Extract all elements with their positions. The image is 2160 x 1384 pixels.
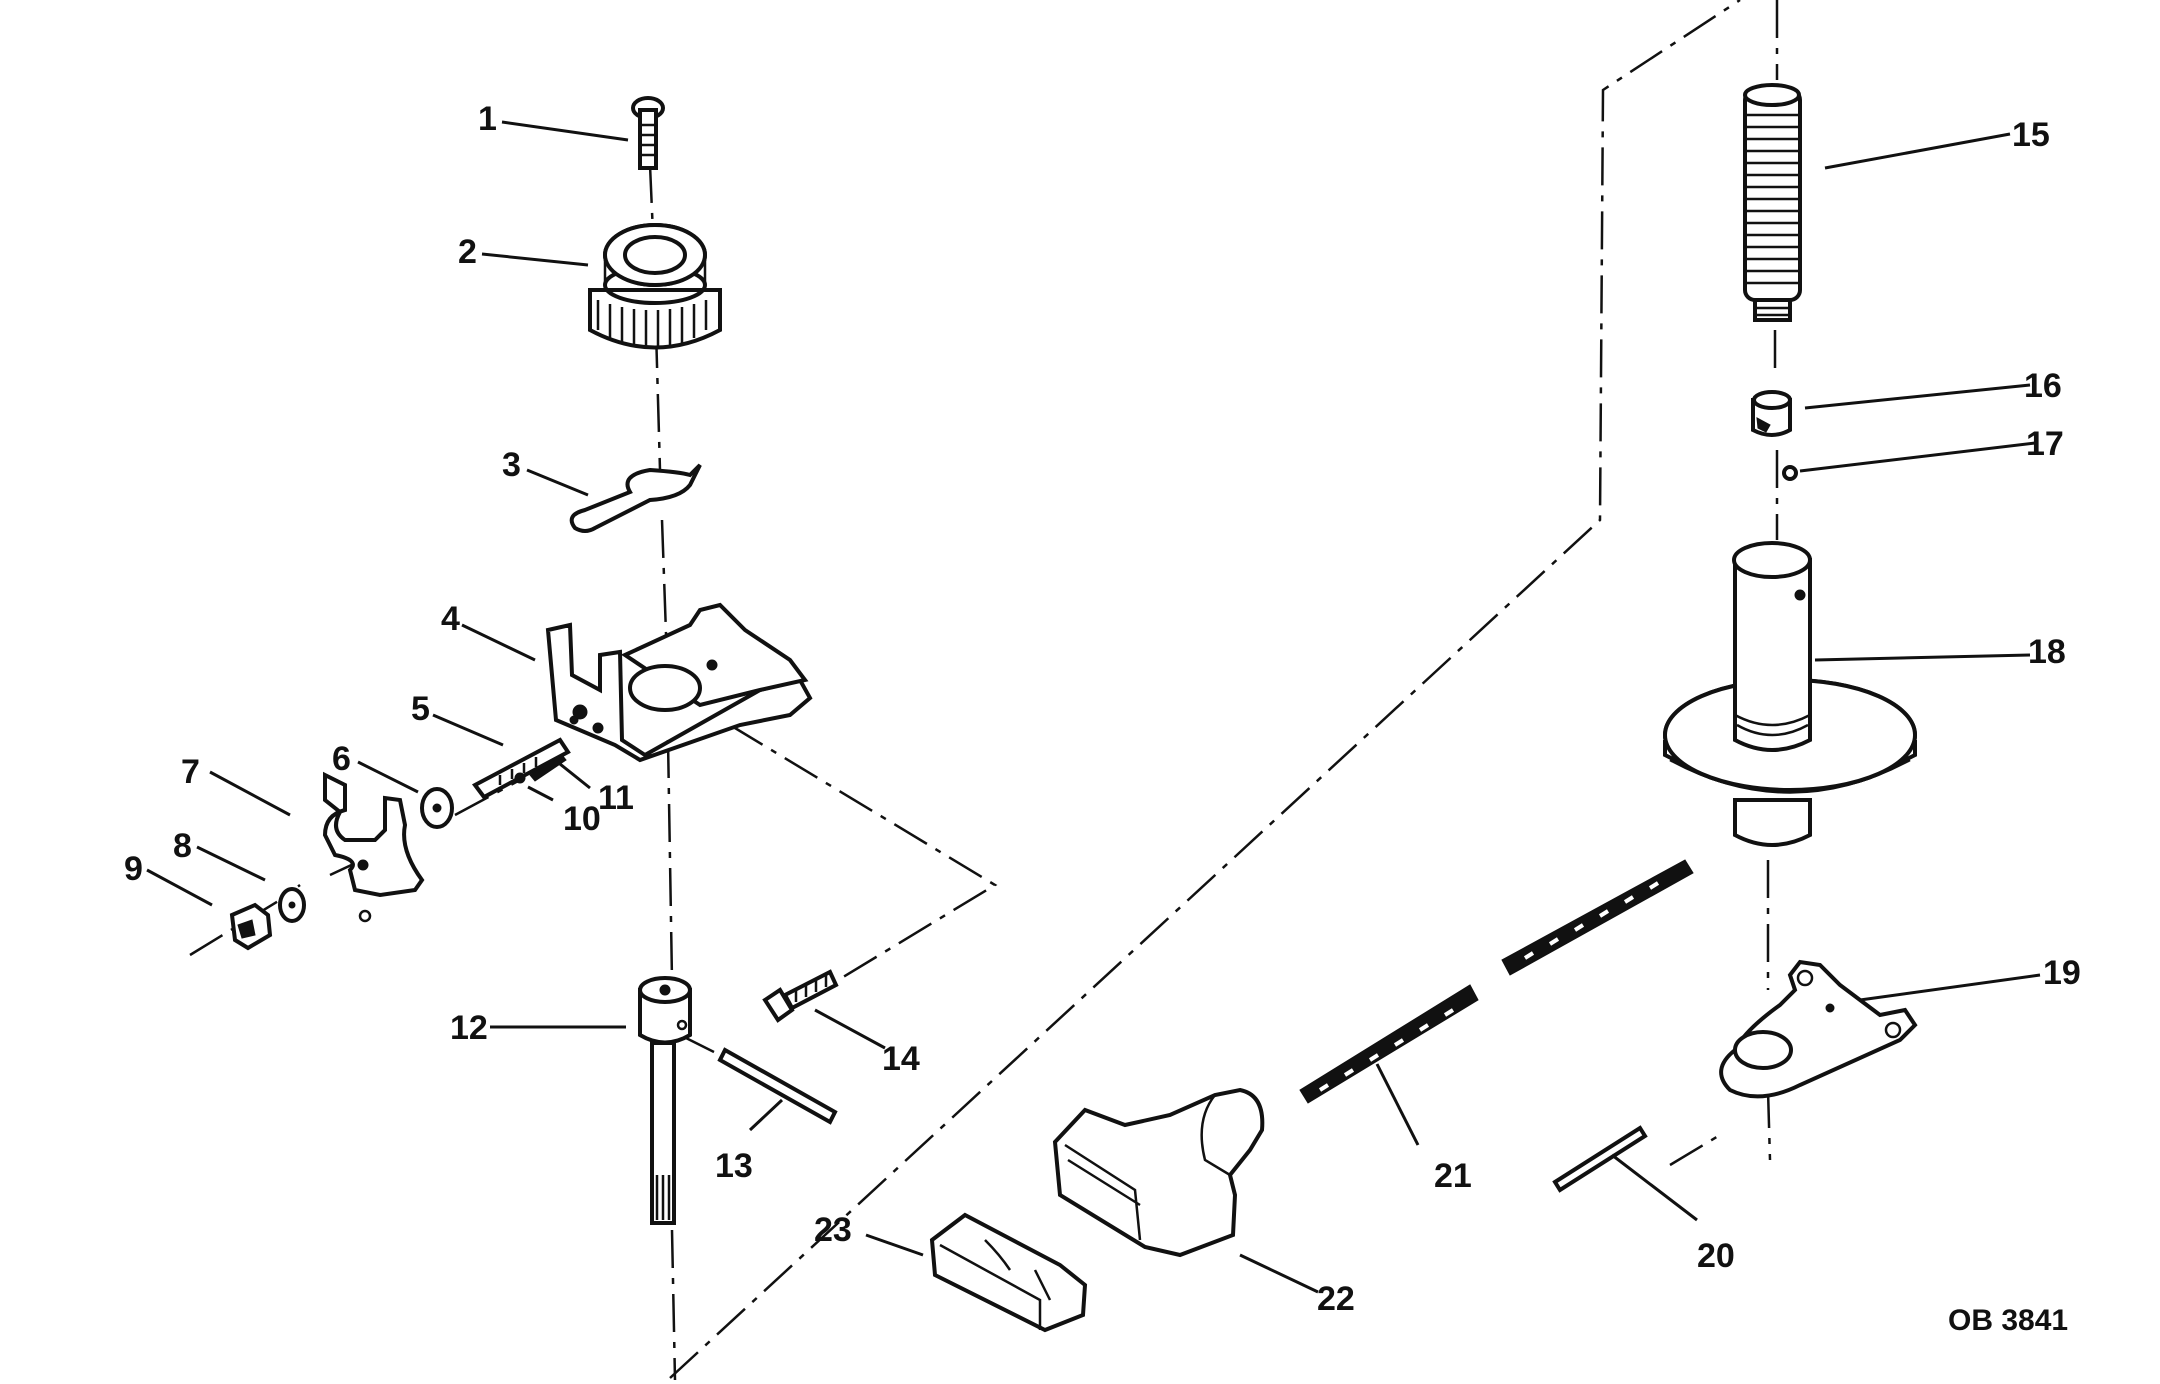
callout-4: 4 bbox=[441, 600, 460, 638]
callout-9: 9 bbox=[124, 850, 143, 888]
callout-18: 18 bbox=[2028, 633, 2066, 671]
axis-right-vertical bbox=[1766, 0, 1779, 1161]
part-21-starter-rope bbox=[1299, 859, 1694, 1104]
part-3-clip bbox=[569, 463, 702, 533]
callout-20: 20 bbox=[1697, 1237, 1735, 1275]
part-20-pin bbox=[1552, 1125, 1648, 1193]
part-14-bolt bbox=[762, 969, 839, 1023]
part-22-handle bbox=[1052, 1087, 1265, 1258]
callout-11: 11 bbox=[598, 779, 634, 817]
part-5-pin-shaft bbox=[471, 737, 571, 800]
callout-8: 8 bbox=[173, 827, 192, 865]
figure-code: OB 3841 bbox=[1948, 1304, 2068, 1337]
part-6-washer bbox=[420, 787, 454, 829]
part-8-washer bbox=[278, 887, 306, 923]
axis-big-dashdot bbox=[669, 0, 1741, 1379]
callout-16: 16 bbox=[2024, 367, 2062, 405]
callout-21: 21 bbox=[1434, 1157, 1472, 1195]
part-2-gear bbox=[588, 223, 722, 350]
callout-17: 17 bbox=[2026, 425, 2064, 463]
part-17-ball bbox=[1782, 465, 1798, 481]
part-18-pulley-spool bbox=[1663, 541, 1917, 847]
callout-5: 5 bbox=[411, 690, 430, 728]
callout-19: 19 bbox=[2043, 954, 2081, 992]
part-4-bracket bbox=[545, 602, 813, 763]
leader-lines bbox=[146, 120, 2041, 1294]
part-23-insert bbox=[929, 1212, 1088, 1333]
callout-10: 10 bbox=[563, 800, 601, 838]
part-1-screw bbox=[631, 96, 665, 170]
callout-23: 23 bbox=[814, 1211, 852, 1249]
axis-pin20 bbox=[1669, 1133, 1721, 1167]
axis-left-vertical bbox=[648, 164, 677, 1381]
callout-7: 7 bbox=[181, 753, 200, 791]
callout-1: 1 bbox=[478, 100, 497, 138]
callout-6: 6 bbox=[332, 740, 351, 778]
callout-22: 22 bbox=[1317, 1280, 1355, 1318]
part-10-ball bbox=[514, 772, 526, 784]
callout-13: 13 bbox=[715, 1147, 753, 1185]
callout-2: 2 bbox=[458, 233, 477, 271]
assembly-axes bbox=[189, 0, 1779, 1381]
part-16-coupling bbox=[1751, 390, 1792, 437]
part-7-lever-plate bbox=[322, 771, 425, 923]
callout-labels: 1 2 3 4 5 6 7 8 9 10 11 12 13 14 15 16 1… bbox=[124, 100, 2081, 1337]
axis-bracket-to-bolt bbox=[729, 723, 998, 987]
callout-12: 12 bbox=[450, 1009, 488, 1047]
part-19-lower-bracket bbox=[1719, 959, 1918, 1099]
callout-14: 14 bbox=[882, 1040, 920, 1078]
part-15-rewind-spring bbox=[1743, 83, 1802, 322]
part-13-pin bbox=[717, 1047, 838, 1125]
callout-3: 3 bbox=[502, 446, 521, 484]
part-12-shaft bbox=[638, 976, 692, 1225]
callout-15: 15 bbox=[2012, 116, 2050, 154]
part-9-nut bbox=[229, 902, 273, 951]
